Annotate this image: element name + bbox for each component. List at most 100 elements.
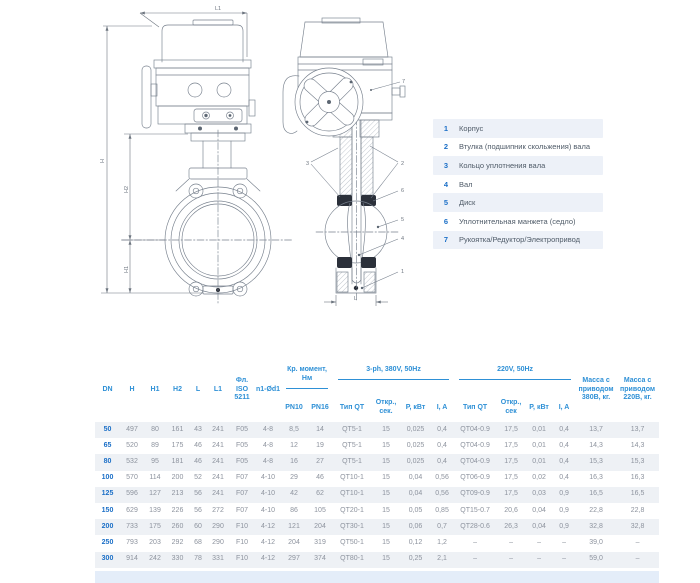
callout-7: 7 xyxy=(402,79,405,85)
table-header-cell: Масса с при­водом 380В, кг. xyxy=(578,376,614,402)
actuator-cap xyxy=(192,19,234,26)
legend-number: 5 xyxy=(443,198,449,208)
actuator-dome xyxy=(161,24,244,63)
table-subheader-cell: Откр., сек xyxy=(500,399,522,415)
table-cell: 0,4 xyxy=(437,441,447,449)
table-cell: 16,5 xyxy=(630,490,645,498)
callout-5: 5 xyxy=(401,217,404,223)
table-cell: 0,04 xyxy=(532,506,546,514)
table-cell: 0,4 xyxy=(437,425,447,433)
actuator-body xyxy=(155,67,250,107)
table-cell: 29 xyxy=(290,474,298,482)
table-cell: 15 xyxy=(382,522,390,530)
table-header-cell: L1 xyxy=(213,385,223,393)
table-cell: 17,5 xyxy=(504,490,518,498)
table-cell: 43 xyxy=(194,425,202,433)
valve-technical-drawing: L1 H H2 H1 xyxy=(100,6,406,306)
dim-label-h: H xyxy=(100,159,106,163)
table-cell: 241 xyxy=(212,425,224,433)
table-cell: 0,025 xyxy=(406,425,425,433)
table-cell: 0,7 xyxy=(437,522,447,530)
table-cell: 0,4 xyxy=(559,458,569,466)
table-cell: 0,12 xyxy=(408,539,423,547)
table-cell: 13,7 xyxy=(630,425,645,433)
table-cell: 0,25 xyxy=(408,555,423,563)
table-cell: QT5-1 xyxy=(342,425,362,433)
table-subheader-cell: P, кВт xyxy=(529,403,549,411)
table-cell: 161 xyxy=(171,425,184,433)
table-cell: 19 xyxy=(316,441,324,449)
section-view-dimensions xyxy=(324,295,388,306)
legend-number: 1 xyxy=(443,123,449,133)
table-cell: 62 xyxy=(316,490,324,498)
table-cell: 17,5 xyxy=(504,458,518,466)
table-cell: 733 xyxy=(126,522,138,530)
table-cell: 4-10 xyxy=(260,506,275,514)
table-cell: 290 xyxy=(212,539,224,547)
table-cell: 241 xyxy=(212,441,224,449)
table-cell: 22,8 xyxy=(630,506,645,514)
table-cell: 15 xyxy=(382,458,390,466)
table-cell: QT30-1 xyxy=(340,522,364,530)
table-cell: 241 xyxy=(212,474,224,482)
dn-cell: 150 xyxy=(101,506,114,514)
legend-label: Кольцо уплотнения вала xyxy=(459,160,546,170)
table-header-cell: Масса с при­водом 220В, кг. xyxy=(620,376,656,402)
table-cell: 80 xyxy=(151,425,159,433)
table-cell: 0,05 xyxy=(408,506,423,514)
table-cell: 596 xyxy=(126,490,138,498)
table-cell: 27 xyxy=(316,458,324,466)
group-label: 220V, 50Hz xyxy=(459,366,572,380)
table-cell: – xyxy=(537,539,542,547)
table-cell: 226 xyxy=(171,506,184,514)
table-cell: QT28-0.6 xyxy=(460,522,490,530)
table-cell: 42 xyxy=(290,490,298,498)
table-cell: – xyxy=(635,539,640,547)
table-cell: QT10-1 xyxy=(340,490,364,498)
table-cell: 319 xyxy=(314,539,326,547)
legend-number: 6 xyxy=(443,216,449,226)
table-cell: F05 xyxy=(235,441,249,449)
dn-cell: 100 xyxy=(101,474,114,482)
table-cell: 89 xyxy=(151,441,159,449)
table-cell: 203 xyxy=(149,539,161,547)
table-cell: 16,3 xyxy=(630,474,645,482)
table-cell: 60 xyxy=(194,522,202,530)
table-cell: 95 xyxy=(151,458,159,466)
table-cell: 4-10 xyxy=(260,474,275,482)
group-label: 3-ph, 380V, 50Hz xyxy=(338,366,450,380)
table-cell: – xyxy=(509,539,514,547)
callout-3: 3 xyxy=(306,161,309,167)
table-cell: 16,3 xyxy=(589,474,603,482)
table-cell: 175 xyxy=(171,441,184,449)
actuator-dome-side xyxy=(299,21,389,58)
table-cell: 15 xyxy=(382,555,390,563)
table-cell: 46 xyxy=(316,474,324,482)
table-cell: F05 xyxy=(235,458,249,466)
table-cell: 15,3 xyxy=(589,458,603,466)
table-cell: 204 xyxy=(288,539,300,547)
table-cell: 4-10 xyxy=(260,490,275,498)
table-cell: 272 xyxy=(212,506,224,514)
table-cell: 52 xyxy=(194,474,202,482)
table-cell: 520 xyxy=(126,441,138,449)
table-cell: 532 xyxy=(126,458,138,466)
table-cell: 17,5 xyxy=(504,474,518,482)
table-cell: QT80-1 xyxy=(340,555,364,563)
table-cell: 127 xyxy=(149,490,161,498)
table-cell: 297 xyxy=(288,555,300,563)
legend-number: 2 xyxy=(443,142,449,152)
